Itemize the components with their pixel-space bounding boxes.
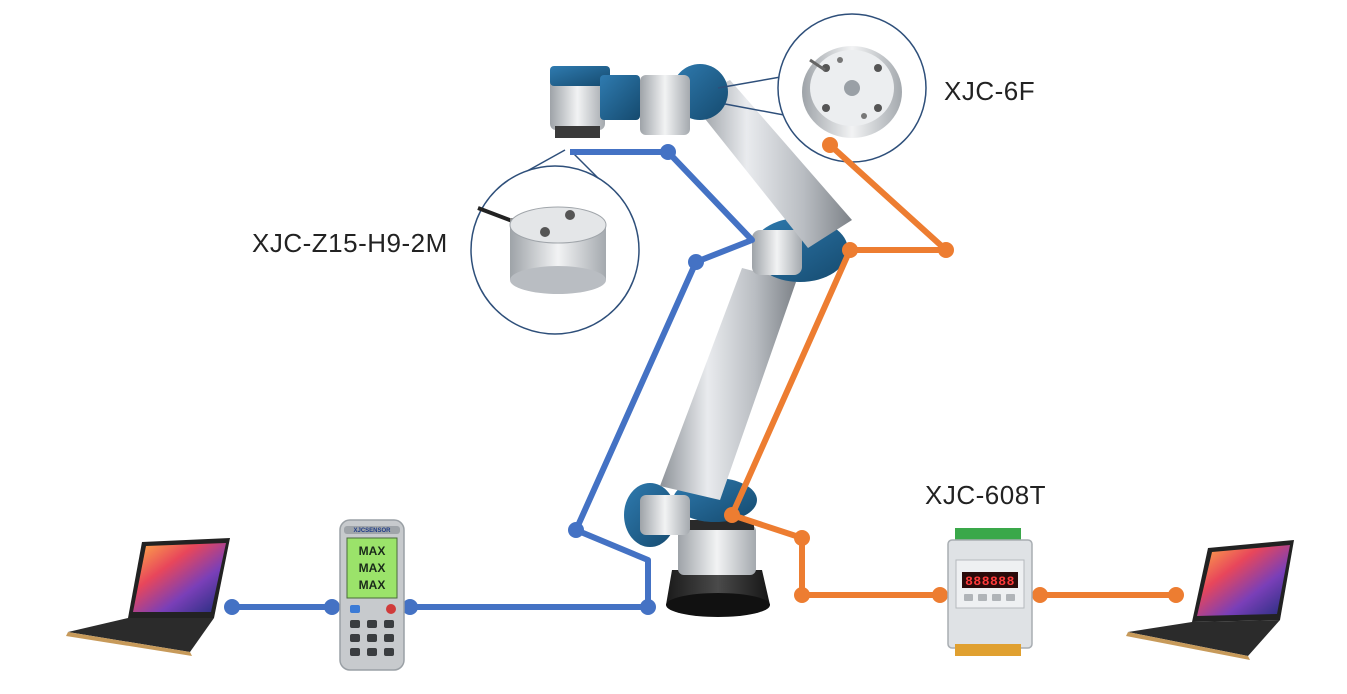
handheld-brand: XJCSENSOR <box>353 528 391 534</box>
orange-line-nodes <box>724 137 1184 603</box>
handheld-readout-3: MAX <box>359 578 386 592</box>
transmitter-module: 888888 <box>947 528 1033 656</box>
laptop-right <box>1126 540 1294 660</box>
robot-base-collar <box>678 525 756 575</box>
robot-upper-arm <box>690 80 852 248</box>
load-cell-image <box>477 206 607 294</box>
handheld-readout-1: MAX <box>359 544 386 558</box>
callout-six-axis-sensor <box>717 13 927 163</box>
robot-arm <box>550 64 852 617</box>
handheld-meter: XJCSENSOR MAX MAX MAX <box>339 519 405 671</box>
label-transmitter: XJC-608T <box>925 480 1047 510</box>
transmitter-display-digits: 888888 <box>965 574 1015 589</box>
label-six-axis-sensor: XJC-6F <box>944 76 1036 106</box>
laptop-right-base <box>1128 620 1280 656</box>
handheld-keypad <box>350 604 396 656</box>
transmitter-display <box>962 572 1018 588</box>
handheld-readout-2: MAX <box>359 561 386 575</box>
callout-load-cell <box>470 149 640 335</box>
laptop-left-base <box>68 618 214 652</box>
blue-line-nodes <box>224 144 704 615</box>
handheld-screen <box>346 537 398 599</box>
label-load-cell: XJC-Z15-H9-2M <box>252 228 448 258</box>
robot-lower-arm <box>660 268 796 500</box>
laptop-left <box>66 538 230 656</box>
